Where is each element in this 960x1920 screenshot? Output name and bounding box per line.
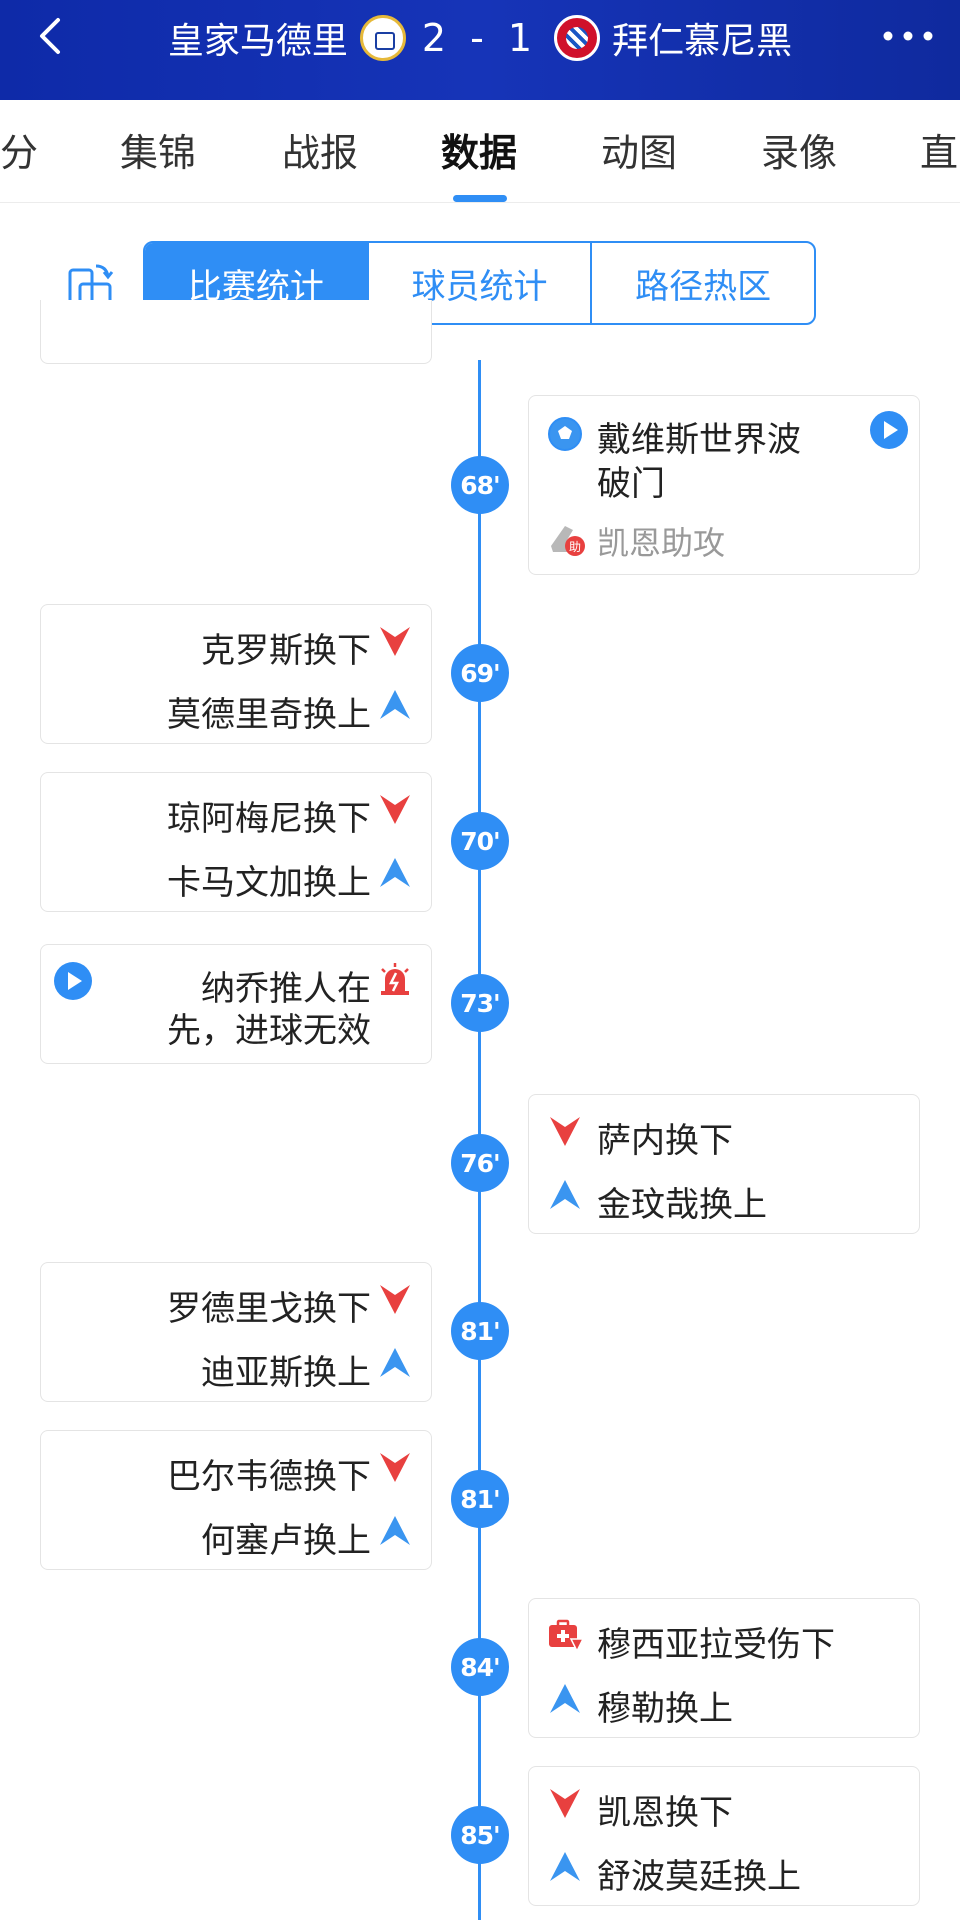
assist-boot-icon: 助 (551, 526, 585, 556)
event-card-injury[interactable]: 穆西亚拉受伤下 穆勒换上 (528, 1598, 920, 1738)
injury-kit-icon (549, 1619, 583, 1653)
event-card-substitution[interactable]: 凯恩换下 舒波莫廷换上 (528, 1766, 920, 1906)
tab-highlights[interactable]: 集锦 (120, 131, 197, 175)
minute-badge: 84' (451, 1638, 509, 1696)
football-icon (548, 417, 582, 451)
event-card-substitution[interactable]: 罗德里戈换下 迪亚斯换上 (40, 1262, 432, 1402)
sub-on-text: 何塞卢换上 (201, 1521, 371, 1561)
active-tab-indicator (453, 195, 507, 202)
match-score: 2 - 1 (421, 16, 539, 60)
minute-badge: 69' (451, 644, 509, 702)
sub-on-arrow-icon (380, 690, 410, 719)
event-card-goal[interactable]: 戴维斯世界波 破门 助 凯恩助攻 (528, 395, 920, 575)
tab-score[interactable]: 分 (0, 131, 39, 175)
bayern-crest-icon (554, 15, 601, 61)
sub-off-text: 琼阿梅尼换下 (167, 799, 371, 839)
sub-on-arrow-icon (380, 1348, 410, 1377)
sub-off-text: 罗德里戈换下 (167, 1289, 371, 1329)
play-video-icon[interactable] (53, 961, 93, 1001)
injury-off-text: 穆西亚拉受伤下 (597, 1625, 835, 1665)
sub-on-text: 金玟哉换上 (597, 1185, 767, 1225)
event-text-line1: 纳乔推人在 (201, 969, 371, 1009)
sub-off-text: 巴尔韦德换下 (167, 1457, 371, 1497)
sub-off-arrow-icon (380, 1453, 410, 1482)
sub-on-text: 卡马文加换上 (167, 863, 371, 903)
tab-bar: 分 集锦 战报 数据 动图 录像 直 (0, 100, 960, 203)
svg-text:助: 助 (569, 540, 581, 554)
more-options-icon[interactable] (878, 18, 938, 54)
minute-badge: 68' (451, 456, 509, 514)
var-alarm-icon (381, 963, 409, 995)
real-madrid-crest-icon (359, 15, 406, 61)
event-card-substitution[interactable]: 萨内换下 金玟哉换上 (528, 1094, 920, 1234)
event-card-substitution[interactable]: 克罗斯换下 莫德里奇换上 (40, 604, 432, 744)
minute-badge: 76' (451, 1134, 509, 1192)
minute-badge: 81' (451, 1470, 509, 1528)
sub-off-text: 凯恩换下 (597, 1793, 733, 1833)
sub-on-arrow-icon (380, 858, 410, 887)
sub-off-arrow-icon (380, 627, 410, 656)
back-arrow-icon[interactable] (30, 14, 74, 58)
sub-on-arrow-icon (550, 1684, 580, 1713)
sub-off-arrow-icon (380, 795, 410, 824)
sub-on-text: 迪亚斯换上 (201, 1353, 371, 1393)
match-header: 皇家马德里 2 - 1 拜仁慕尼黑 (0, 0, 960, 100)
assist-text: 凯恩助攻 (597, 524, 726, 562)
segment-heatmap[interactable]: 路径热区 (590, 243, 814, 323)
event-card-substitution[interactable]: 巴尔韦德换下 何塞卢换上 (40, 1430, 432, 1570)
event-text-line2: 先，进球无效 (167, 1011, 371, 1051)
minute-badge: 70' (451, 812, 509, 870)
sub-on-arrow-icon (380, 1516, 410, 1545)
match-title: 皇家马德里 2 - 1 拜仁慕尼黑 (0, 10, 960, 66)
sub-off-arrow-icon (380, 1285, 410, 1314)
tab-data[interactable]: 数据 (441, 131, 518, 175)
event-card-partial (40, 300, 432, 364)
minute-badge: 73' (451, 974, 509, 1032)
minute-badge: 85' (451, 1806, 509, 1864)
sub-on-arrow-icon (550, 1180, 580, 1209)
sub-on-arrow-icon (550, 1852, 580, 1881)
sub-on-text: 舒波莫廷换上 (597, 1857, 801, 1897)
sub-off-arrow-icon (550, 1789, 580, 1818)
tab-report[interactable]: 战报 (282, 131, 359, 175)
event-card-substitution[interactable]: 琼阿梅尼换下 卡马文加换上 (40, 772, 432, 912)
home-team-name: 皇家马德里 (167, 21, 348, 62)
sub-off-text: 克罗斯换下 (201, 631, 371, 671)
tab-live[interactable]: 直 (920, 131, 959, 175)
minute-badge: 81' (451, 1302, 509, 1360)
sub-on-text: 莫德里奇换上 (167, 695, 371, 735)
event-text-line1: 戴维斯世界波 (597, 420, 801, 460)
away-team-name: 拜仁慕尼黑 (612, 21, 793, 62)
tab-replay[interactable]: 录像 (761, 131, 838, 175)
segment-player-stats[interactable]: 球员统计 (366, 243, 591, 323)
tab-gifs[interactable]: 动图 (601, 131, 678, 175)
sub-off-text: 萨内换下 (597, 1121, 733, 1161)
sub-off-arrow-icon (550, 1117, 580, 1146)
play-video-icon[interactable] (869, 410, 909, 450)
event-card-var[interactable]: 纳乔推人在 先，进球无效 (40, 944, 432, 1064)
sub-on-text: 穆勒换上 (597, 1689, 733, 1729)
event-text-line2: 破门 (597, 464, 665, 504)
